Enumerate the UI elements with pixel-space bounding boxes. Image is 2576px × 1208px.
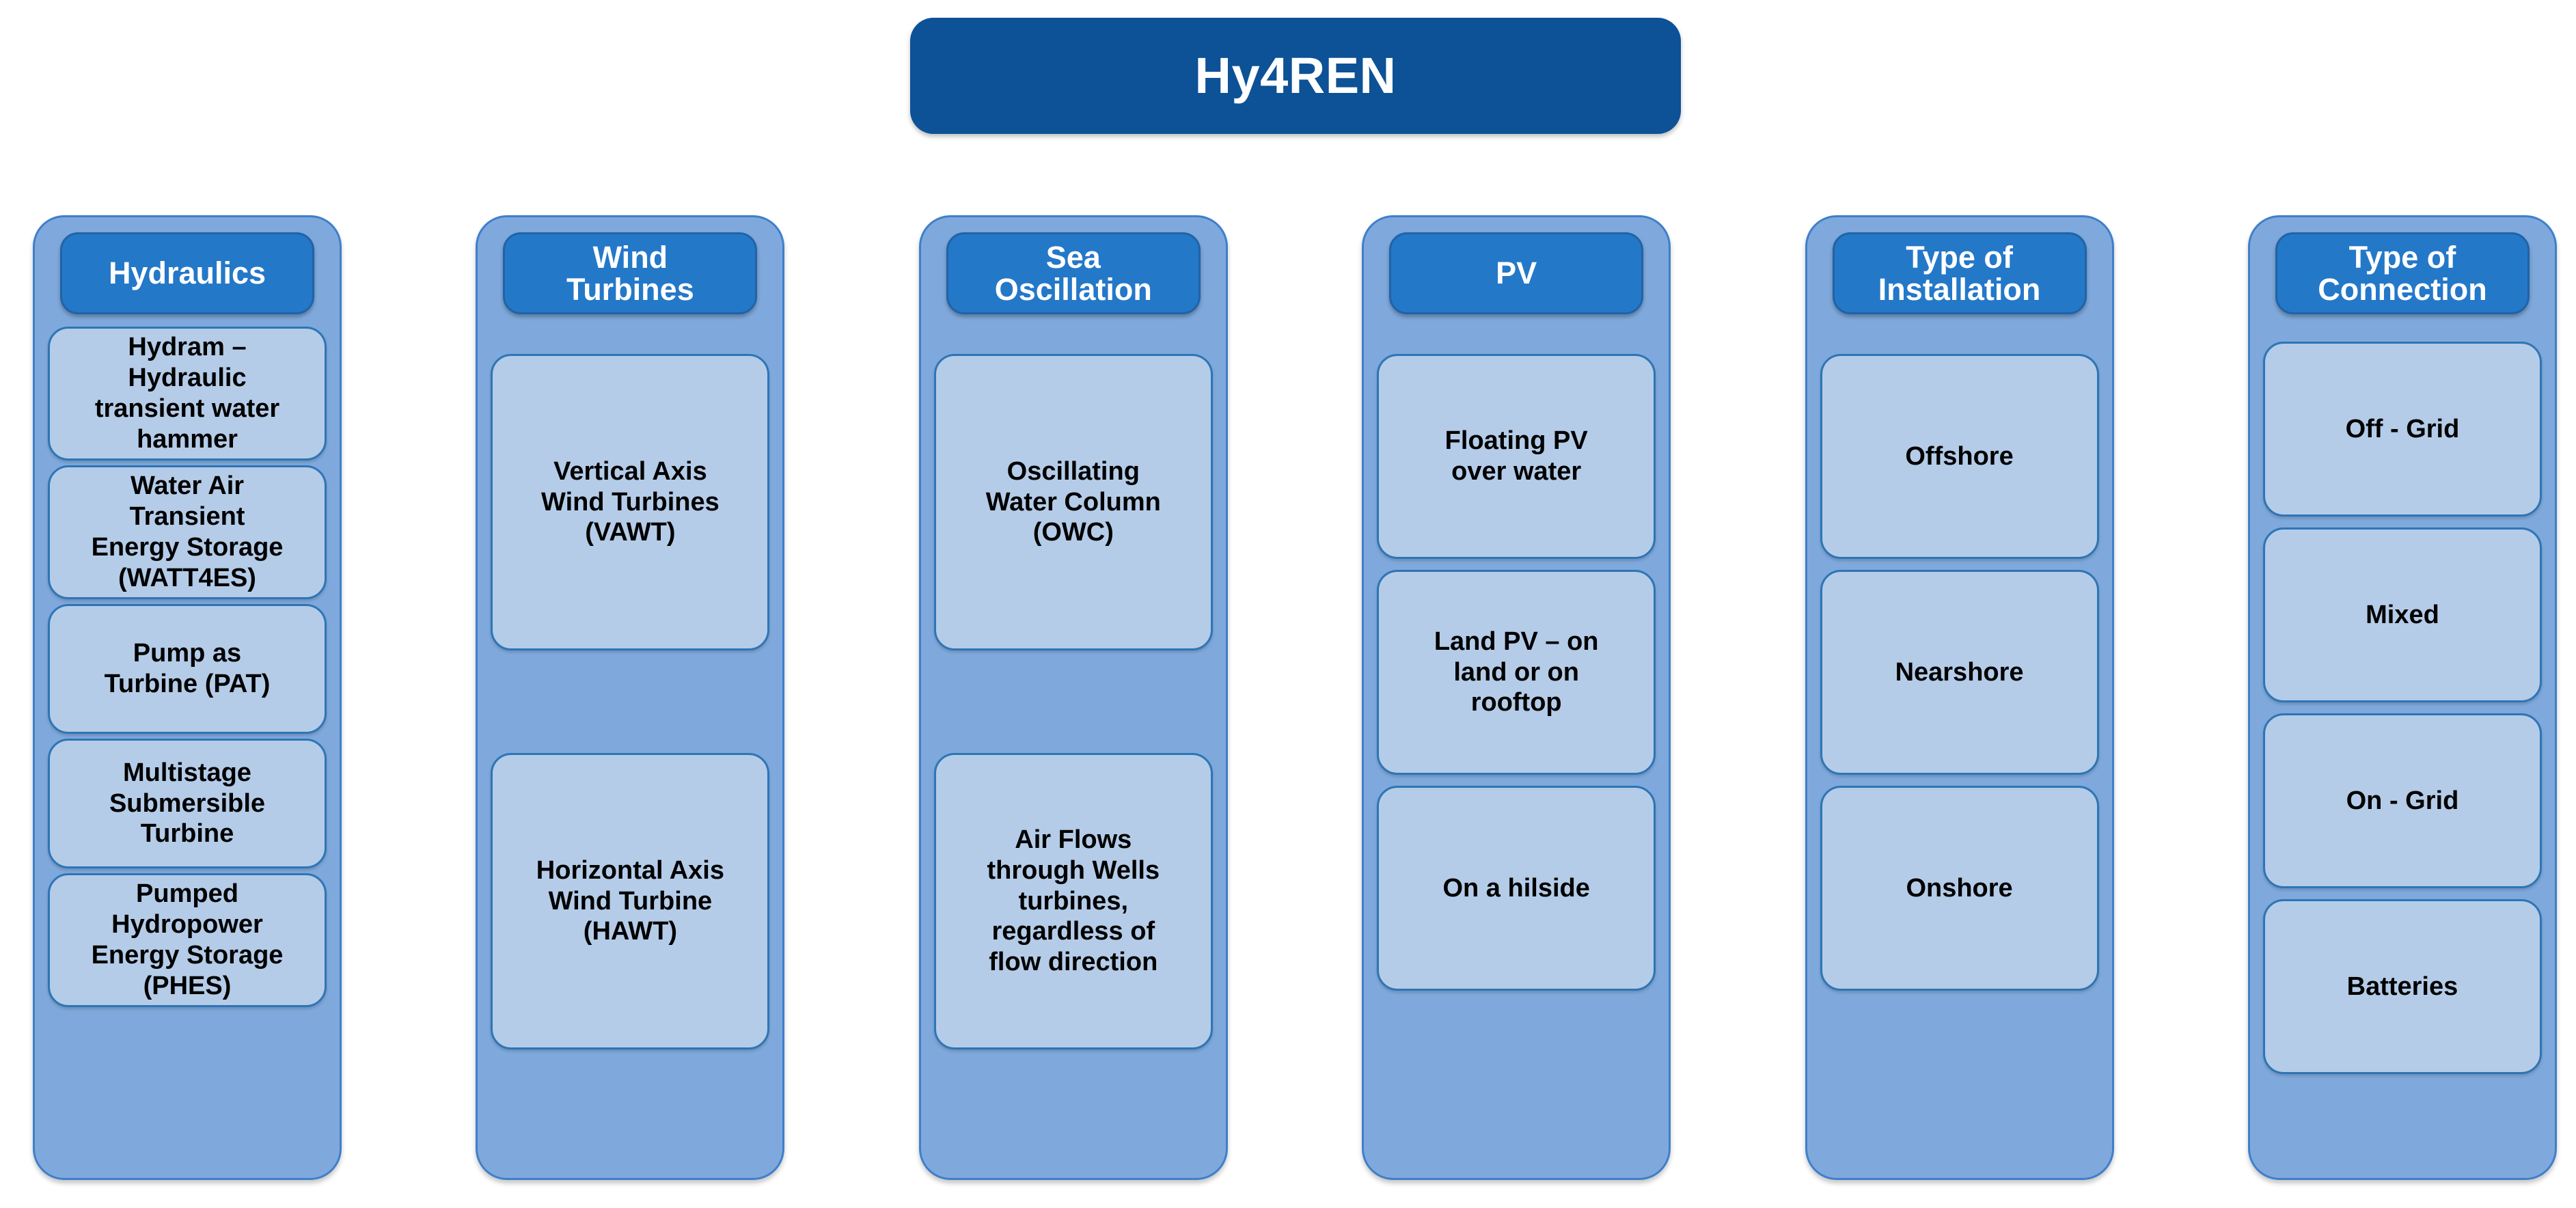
card-air-flows-wells-turbines: Air Flows through Wells turbines, regard…	[933, 753, 1213, 1049]
card-floating-pv: Floating PV over water	[1377, 354, 1656, 559]
column-sea-oscillation: Sea Oscillation Oscillating Water Column…	[918, 215, 1228, 1180]
column-hydraulics: Hydraulics Hydram – Hydraulic transient …	[33, 215, 342, 1180]
card-label: Hydram – Hydraulic transient water hamme…	[94, 333, 280, 454]
card-label: On a hilside	[1442, 873, 1590, 903]
card-label: Offshore	[1905, 441, 2014, 471]
column-header-label: Hydraulics	[108, 256, 266, 291]
column-header-label: Wind Turbines	[566, 239, 694, 307]
card-list-hydraulics: Hydram – Hydraulic transient water hamme…	[46, 324, 329, 1178]
card-on-grid: On - Grid	[2262, 713, 2542, 888]
column-header-type-of-connection: Type of Connection	[2275, 232, 2530, 314]
card-label: Water Air Transient Energy Storage (WATT…	[91, 471, 284, 592]
column-type-of-installation: Type of Installation Offshore Nearshore …	[1805, 215, 2114, 1180]
card-list-pv: Floating PV over water Land PV – on land…	[1375, 324, 1658, 1178]
card-off-grid: Off - Grid	[2262, 342, 2542, 517]
column-header-wind-turbines: Wind Turbines	[503, 232, 758, 314]
card-label: Mixed	[2366, 600, 2439, 629]
page-title: Hy4REN	[1194, 47, 1397, 104]
card-label: Batteries	[2346, 972, 2458, 1001]
card-watt4es: Water Air Transient Energy Storage (WATT…	[48, 465, 327, 599]
card-nearshore: Nearshore	[1820, 570, 2099, 775]
card-label: Nearshore	[1895, 657, 2024, 687]
card-offshore: Offshore	[1820, 354, 2099, 559]
card-list-type-of-installation: Offshore Nearshore Onshore	[1818, 324, 2101, 1178]
column-header-hydraulics: Hydraulics	[60, 232, 314, 314]
card-mixed: Mixed	[2262, 527, 2542, 702]
column-type-of-connection: Type of Connection Off - Grid Mixed On -…	[2247, 215, 2557, 1180]
card-vawt: Vertical Axis Wind Turbines (VAWT)	[491, 354, 770, 650]
card-multistage-submersible-turbine: Multistage Submersible Turbine	[48, 739, 327, 868]
card-label: Horizontal Axis Wind Turbine (HAWT)	[536, 855, 724, 946]
column-header-pv: PV	[1389, 232, 1644, 314]
card-label: Air Flows through Wells turbines, regard…	[987, 825, 1160, 977]
card-label: Floating PV over water	[1444, 426, 1588, 486]
card-phes: Pumped Hydropower Energy Storage (PHES)	[48, 873, 327, 1007]
card-label: Oscillating Water Column (OWC)	[985, 456, 1161, 547]
column-header-label: Type of Connection	[2318, 239, 2487, 307]
card-pump-as-turbine: Pump as Turbine (PAT)	[48, 604, 327, 734]
card-list-wind-turbines: Vertical Axis Wind Turbines (VAWT) Horiz…	[489, 324, 771, 1178]
column-header-type-of-installation: Type of Installation	[1832, 232, 2087, 314]
card-label: Onshore	[1906, 873, 2013, 903]
column-wind-turbines: Wind Turbines Vertical Axis Wind Turbine…	[476, 215, 785, 1180]
card-label: Pumped Hydropower Energy Storage (PHES)	[91, 879, 284, 1000]
card-owc: Oscillating Water Column (OWC)	[933, 354, 1213, 650]
card-label: Multistage Submersible Turbine	[109, 758, 266, 849]
card-hillside-pv: On a hilside	[1377, 786, 1656, 991]
column-header-label: Type of Installation	[1878, 239, 2041, 307]
taxonomy-columns: Hydraulics Hydram – Hydraulic transient …	[33, 215, 2557, 1180]
diagram-title-box: Hy4REN	[910, 18, 1681, 134]
card-label: On - Grid	[2346, 786, 2459, 815]
column-header-label: PV	[1496, 256, 1537, 291]
column-header-sea-oscillation: Sea Oscillation	[946, 232, 1201, 314]
card-label: Land PV – on land or on rooftop	[1434, 627, 1599, 717]
card-list-sea-oscillation: Oscillating Water Column (OWC) Air Flows…	[932, 324, 1215, 1178]
card-list-type-of-connection: Off - Grid Mixed On - Grid Batteries	[2261, 324, 2544, 1178]
column-pv: PV Floating PV over water Land PV – on l…	[1362, 215, 1671, 1180]
column-header-label: Sea Oscillation	[994, 239, 1152, 307]
card-label: Off - Grid	[2345, 414, 2460, 443]
card-hawt: Horizontal Axis Wind Turbine (HAWT)	[491, 753, 770, 1049]
card-onshore: Onshore	[1820, 786, 2099, 991]
card-land-pv: Land PV – on land or on rooftop	[1377, 570, 1656, 775]
card-label: Vertical Axis Wind Turbines (VAWT)	[541, 456, 720, 547]
card-label: Pump as Turbine (PAT)	[104, 639, 271, 698]
card-batteries: Batteries	[2262, 899, 2542, 1074]
card-hydram: Hydram – Hydraulic transient water hamme…	[48, 327, 327, 461]
